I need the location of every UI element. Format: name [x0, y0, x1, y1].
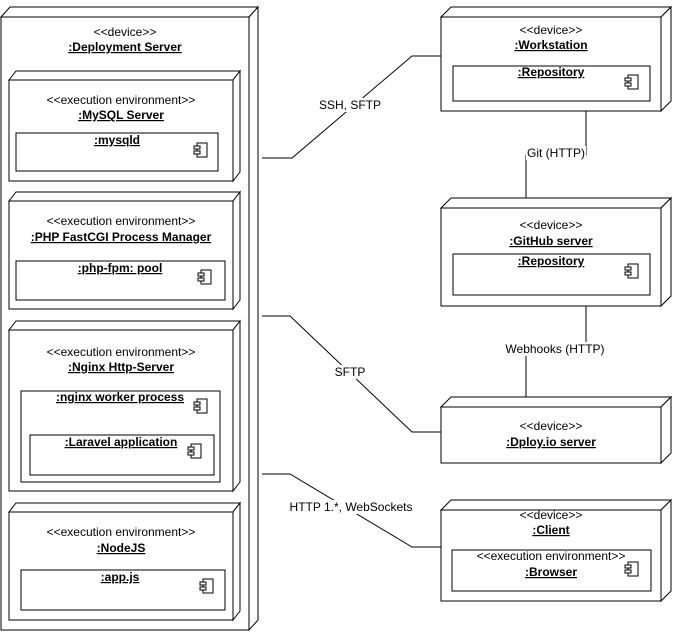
mysql-name: :MySQL Server	[78, 108, 164, 122]
component-icon	[193, 398, 208, 414]
workstation-repository-component[interactable]: :Repository	[452, 65, 651, 102]
php-environment-node[interactable]: <<execution environment>> :PHP FastCGI P…	[7, 190, 242, 311]
appjs-component[interactable]: :app.js	[20, 569, 226, 611]
nginx-worker-label: :nginx worker process	[56, 390, 184, 404]
nginx-name: :Nginx Http-Server	[68, 360, 174, 374]
ssh-sftp-label: SSH, SFTP	[319, 98, 381, 112]
browser-name: :Browser	[525, 565, 577, 579]
mysql-stereotype: <<execution environment>>	[47, 93, 196, 107]
php-stereotype: <<execution environment>>	[47, 214, 196, 228]
workstation-node[interactable]: <<device>> :Workstation :Repository	[439, 5, 673, 113]
component-icon	[193, 142, 208, 158]
browser-component[interactable]: <<execution environment>> :Browser	[451, 549, 652, 592]
laravel-component[interactable]: :Laravel application	[29, 434, 215, 476]
github-name: :GitHub server	[509, 234, 593, 248]
workstation-name: :Workstation	[514, 38, 587, 52]
php-name: :PHP FastCGI Process Manager	[31, 230, 212, 244]
php-fpm-component[interactable]: :php-fpm: pool	[15, 260, 226, 301]
deployment-server-stereotype: <<device>>	[94, 25, 157, 39]
mysqld-label: :mysqld	[94, 133, 140, 147]
nginx-stereotype: <<execution environment>>	[47, 345, 196, 359]
client-node[interactable]: <<device>> :Client <<execution environme…	[439, 498, 673, 603]
github-stereotype: <<device>>	[520, 218, 583, 232]
nodejs-environment-node[interactable]: <<execution environment>> :NodeJS :app.j…	[7, 501, 242, 622]
mysql-environment-node[interactable]: <<execution environment>> :MySQL Server …	[7, 69, 242, 183]
component-icon	[187, 443, 202, 459]
mysqld-component[interactable]: :mysqld	[15, 132, 219, 172]
webhooks-label: Webhooks (HTTP)	[505, 342, 604, 356]
workstation-stereotype: <<device>>	[520, 23, 583, 37]
nginx-worker-component[interactable]: :nginx worker process :Laravel applicati…	[20, 390, 221, 483]
nodejs-name: :NodeJS	[97, 541, 146, 555]
github-repository-label: :Repository	[518, 254, 585, 268]
dploy-stereotype: <<device>>	[520, 419, 583, 433]
component-icon	[197, 269, 212, 285]
component-icon	[624, 74, 639, 90]
laravel-label: :Laravel application	[65, 435, 178, 449]
deployment-server-name: :Deployment Server	[68, 40, 182, 54]
component-icon	[624, 561, 639, 577]
workstation-repository-label: :Repository	[518, 65, 585, 79]
client-stereotype: <<device>>	[520, 508, 583, 522]
component-icon	[624, 263, 639, 279]
sftp-label: SFTP	[335, 365, 366, 379]
appjs-label: :app.js	[101, 570, 140, 584]
github-server-node[interactable]: <<device>> :GitHub server :Repository	[439, 196, 673, 308]
dploy-server-node[interactable]: <<device>> :Dploy.io server	[439, 395, 673, 465]
browser-stereotype: <<execution environment>>	[477, 549, 626, 563]
component-icon	[199, 578, 214, 594]
github-repository-component[interactable]: :Repository	[452, 253, 651, 296]
http-websockets-label: HTTP 1.*, WebSockets	[290, 500, 413, 514]
nodejs-stereotype: <<execution environment>>	[47, 525, 196, 539]
dploy-name: :Dploy.io server	[506, 435, 596, 449]
git-http-label: Git (HTTP)	[527, 146, 585, 160]
nginx-environment-node[interactable]: <<execution environment>> :Nginx Http-Se…	[7, 319, 242, 493]
client-name: :Client	[532, 523, 569, 537]
php-fpm-label: :php-fpm: pool	[78, 261, 163, 275]
